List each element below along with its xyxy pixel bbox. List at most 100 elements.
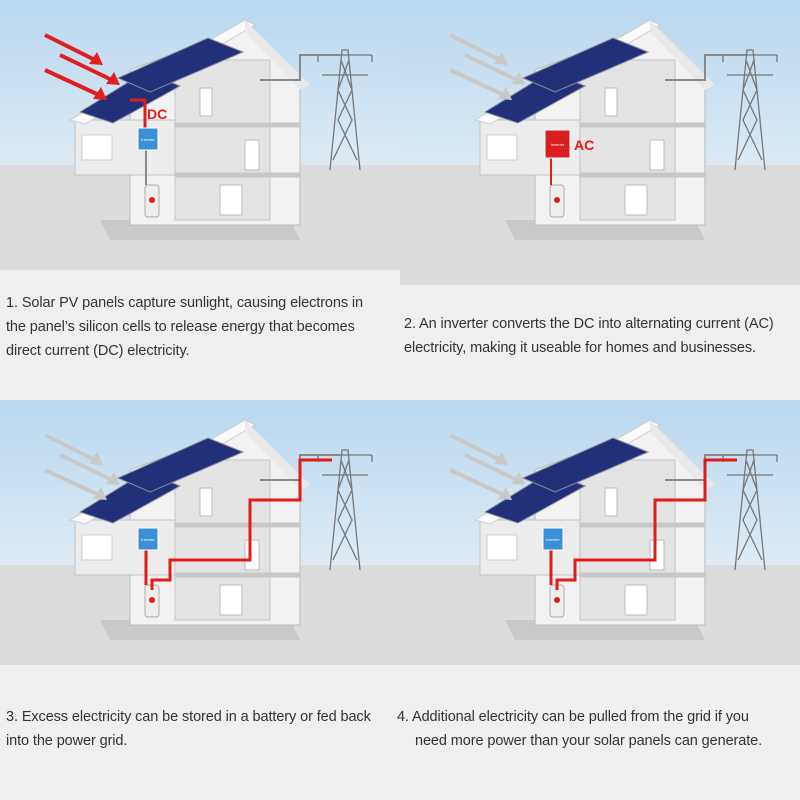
arrow-head	[498, 487, 512, 500]
arrow-head	[106, 472, 120, 485]
caption-step-3: 3. Excess electricity can be stored in a…	[6, 705, 371, 753]
caption-step-1: 1. Solar PV panels capture sunlight, cau…	[6, 291, 363, 363]
solar-panels	[78, 437, 245, 524]
battery-indicator	[149, 597, 155, 603]
panel-step-4: Inverter 4. Additional electricity can b…	[397, 400, 800, 800]
pylon-frame	[722, 49, 778, 171]
door	[244, 139, 260, 171]
door	[604, 487, 618, 517]
solar-house-illustration-3: Inverter	[0, 400, 400, 665]
power-pylon	[317, 49, 373, 171]
room-window	[624, 184, 648, 216]
sunlight-arrow	[44, 68, 100, 97]
pylon-frame	[317, 49, 373, 171]
power-pylon	[317, 449, 373, 571]
current-type-label: DC	[147, 106, 167, 122]
panel-step-3: Inverter 3. Excess electricity can be st…	[0, 400, 400, 800]
arrow-head	[106, 72, 120, 85]
battery-indicator	[554, 197, 560, 203]
power-wires	[549, 458, 737, 590]
roof-edge	[245, 20, 310, 90]
caption-line: 1. Solar PV panels capture sunlight, cau…	[6, 295, 364, 311]
grid-cable	[665, 54, 745, 81]
ac-unit	[486, 534, 518, 561]
caption-line: need more power than your solar panels c…	[415, 733, 763, 749]
sunlight-arrow	[44, 433, 96, 462]
solar-panels	[78, 37, 245, 124]
solar-panel	[521, 437, 650, 493]
pylon-frame	[317, 449, 373, 571]
room-window	[624, 584, 648, 616]
house-group: Inverter DC	[44, 19, 373, 240]
caption-line: 4. Additional electricity can be pulled …	[397, 709, 749, 725]
arrow-head	[89, 52, 103, 65]
inverter-box	[137, 527, 159, 551]
caption-line: 2. An inverter converts the DC into alte…	[404, 316, 774, 332]
panel-step-1: Inverter DC 1. Solar PV panels capture su…	[0, 0, 400, 400]
sunlight-arrow	[449, 68, 505, 97]
door	[604, 87, 618, 117]
solar-panels	[483, 37, 650, 124]
caption-line: 3. Excess electricity can be stored in a…	[6, 709, 371, 725]
sunlight-arrows	[44, 433, 120, 500]
sunlight-arrow	[464, 453, 518, 482]
battery-indicator	[554, 597, 560, 603]
arrow-head	[93, 487, 107, 500]
sunlight-arrow	[44, 468, 100, 497]
roof-edge	[245, 420, 310, 490]
solar-panel	[116, 37, 245, 93]
sunlight-arrow	[44, 33, 96, 62]
house-group: Inverter	[44, 419, 373, 640]
caption-line: the panel’s silicon cells to release ene…	[6, 319, 355, 335]
grid-cable	[260, 54, 340, 81]
battery-indicator	[149, 197, 155, 203]
caption-line: direct current (DC) electricity.	[6, 343, 190, 359]
pylon-frame	[722, 449, 778, 571]
sunlight-arrow	[464, 53, 518, 82]
inverter-label: Inverter	[141, 537, 155, 542]
arrow-head	[494, 52, 508, 65]
power-pylon	[722, 449, 778, 571]
sunlight-arrow	[449, 33, 501, 62]
arrow-head	[93, 87, 107, 100]
door	[649, 539, 665, 571]
roof-edge	[650, 420, 715, 490]
ac-unit	[81, 134, 113, 161]
arrow-head	[89, 452, 103, 465]
power-wires	[130, 98, 147, 128]
inverter-box	[542, 527, 564, 551]
door	[199, 87, 213, 117]
solar-panel	[521, 37, 650, 93]
sunlight-arrow	[449, 433, 501, 462]
house-group: Inverter	[449, 419, 778, 640]
sunlight-arrow	[449, 468, 505, 497]
solar-house-illustration-4: Inverter	[400, 400, 800, 665]
grid-wire	[150, 458, 332, 590]
sunlight-arrows	[449, 33, 525, 100]
sunlight-arrows	[44, 33, 120, 100]
inverter-box	[544, 129, 571, 159]
caption-line: into the power grid.	[6, 733, 128, 749]
current-type-label: AC	[574, 137, 594, 153]
dc-wire	[130, 98, 147, 128]
solar-panel	[116, 437, 245, 493]
caption-step-2: 2. An inverter converts the DC into alte…	[404, 312, 774, 360]
room-window	[219, 584, 243, 616]
sunlight-arrow	[59, 453, 113, 482]
caption-line: electricity, making it useable for homes…	[404, 340, 756, 356]
grid-wire	[555, 458, 737, 590]
arrow-head	[494, 452, 508, 465]
power-wires	[144, 458, 332, 590]
ac-unit	[486, 134, 518, 161]
sunlight-arrow	[59, 53, 113, 82]
roof-edge	[650, 20, 715, 90]
inverter-label: Inverter	[141, 137, 155, 142]
inverter-label: Inverter	[546, 537, 560, 542]
room-window	[219, 184, 243, 216]
arrow-head	[511, 72, 525, 85]
door	[199, 487, 213, 517]
sunlight-arrows	[449, 433, 525, 500]
